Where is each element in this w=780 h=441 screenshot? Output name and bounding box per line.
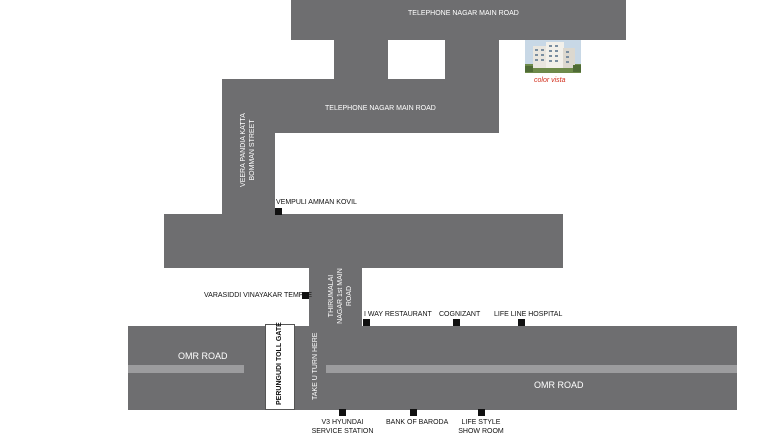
color-vista-label: color vista bbox=[534, 77, 566, 84]
veera-pandia-text: VEERA PANDIA KATTA BOMMAN STREET bbox=[240, 113, 256, 187]
v3-hyundai-line2: SERVICE STATION bbox=[311, 428, 374, 435]
v3-hyundai-line1: V3 HYUNDAI bbox=[321, 419, 364, 426]
vempuli-marker bbox=[275, 208, 282, 215]
omr-right-label: OMR ROAD bbox=[534, 380, 584, 390]
bank-of-baroda-marker bbox=[410, 409, 417, 416]
veera-pandia-street bbox=[222, 79, 275, 216]
apartment-building-icon bbox=[525, 40, 581, 73]
telephone-nagar-top-road bbox=[291, 0, 626, 40]
thirumalai-nagar-label: THIRUMALAI NAGAR 1st MAIN ROAD bbox=[327, 266, 354, 326]
lifestyle-line1: LIFE STYLE bbox=[461, 419, 501, 426]
cross-street-block bbox=[164, 214, 563, 268]
lifestyle-marker bbox=[478, 409, 485, 416]
toll-gate-marker bbox=[265, 324, 295, 410]
varasiddi-marker bbox=[302, 292, 309, 299]
cognizant-label: COGNIZANT bbox=[439, 311, 481, 318]
omr-left-label: OMR ROAD bbox=[178, 351, 228, 361]
toll-gate-label: PERUNGUDI TOLL GATE bbox=[276, 322, 283, 405]
block-gap bbox=[388, 40, 445, 79]
omr-divider-left bbox=[128, 365, 244, 373]
lifeline-marker bbox=[518, 319, 525, 326]
v3-hyundai-label: V3 HYUNDAI SERVICE STATION bbox=[305, 418, 380, 436]
iway-marker bbox=[363, 319, 370, 326]
iway-label: I WAY RESTAURANT bbox=[364, 311, 432, 318]
u-turn-label: TAKE U TURN HERE bbox=[312, 332, 319, 400]
varasiddi-label: VARASIDDI VINAYAKAR TEMPLE bbox=[204, 292, 313, 299]
thirumalai-nagar-text: THIRUMALAI NAGAR 1st MAIN ROAD bbox=[328, 268, 353, 324]
cognizant-marker bbox=[453, 319, 460, 326]
telephone-nagar-top-label: TELEPHONE NAGAR MAIN ROAD bbox=[408, 10, 519, 17]
thirumalai-nagar-road bbox=[309, 266, 362, 328]
lifeline-label: LIFE LINE HOSPITAL bbox=[494, 311, 563, 318]
vempuli-label: VEMPULI AMMAN KOVIL bbox=[276, 199, 357, 206]
lifestyle-label: LIFE STYLE SHOW ROOM bbox=[451, 418, 511, 436]
veera-pandia-label: VEERA PANDIA KATTA BOMMAN STREET bbox=[239, 100, 257, 200]
v3-hyundai-marker bbox=[339, 409, 346, 416]
telephone-nagar-middle-label: TELEPHONE NAGAR MAIN ROAD bbox=[325, 105, 436, 112]
omr-divider-right bbox=[326, 365, 737, 373]
lifestyle-line2: SHOW ROOM bbox=[458, 428, 504, 435]
bank-of-baroda-label: BANK OF BARODA bbox=[386, 419, 449, 426]
